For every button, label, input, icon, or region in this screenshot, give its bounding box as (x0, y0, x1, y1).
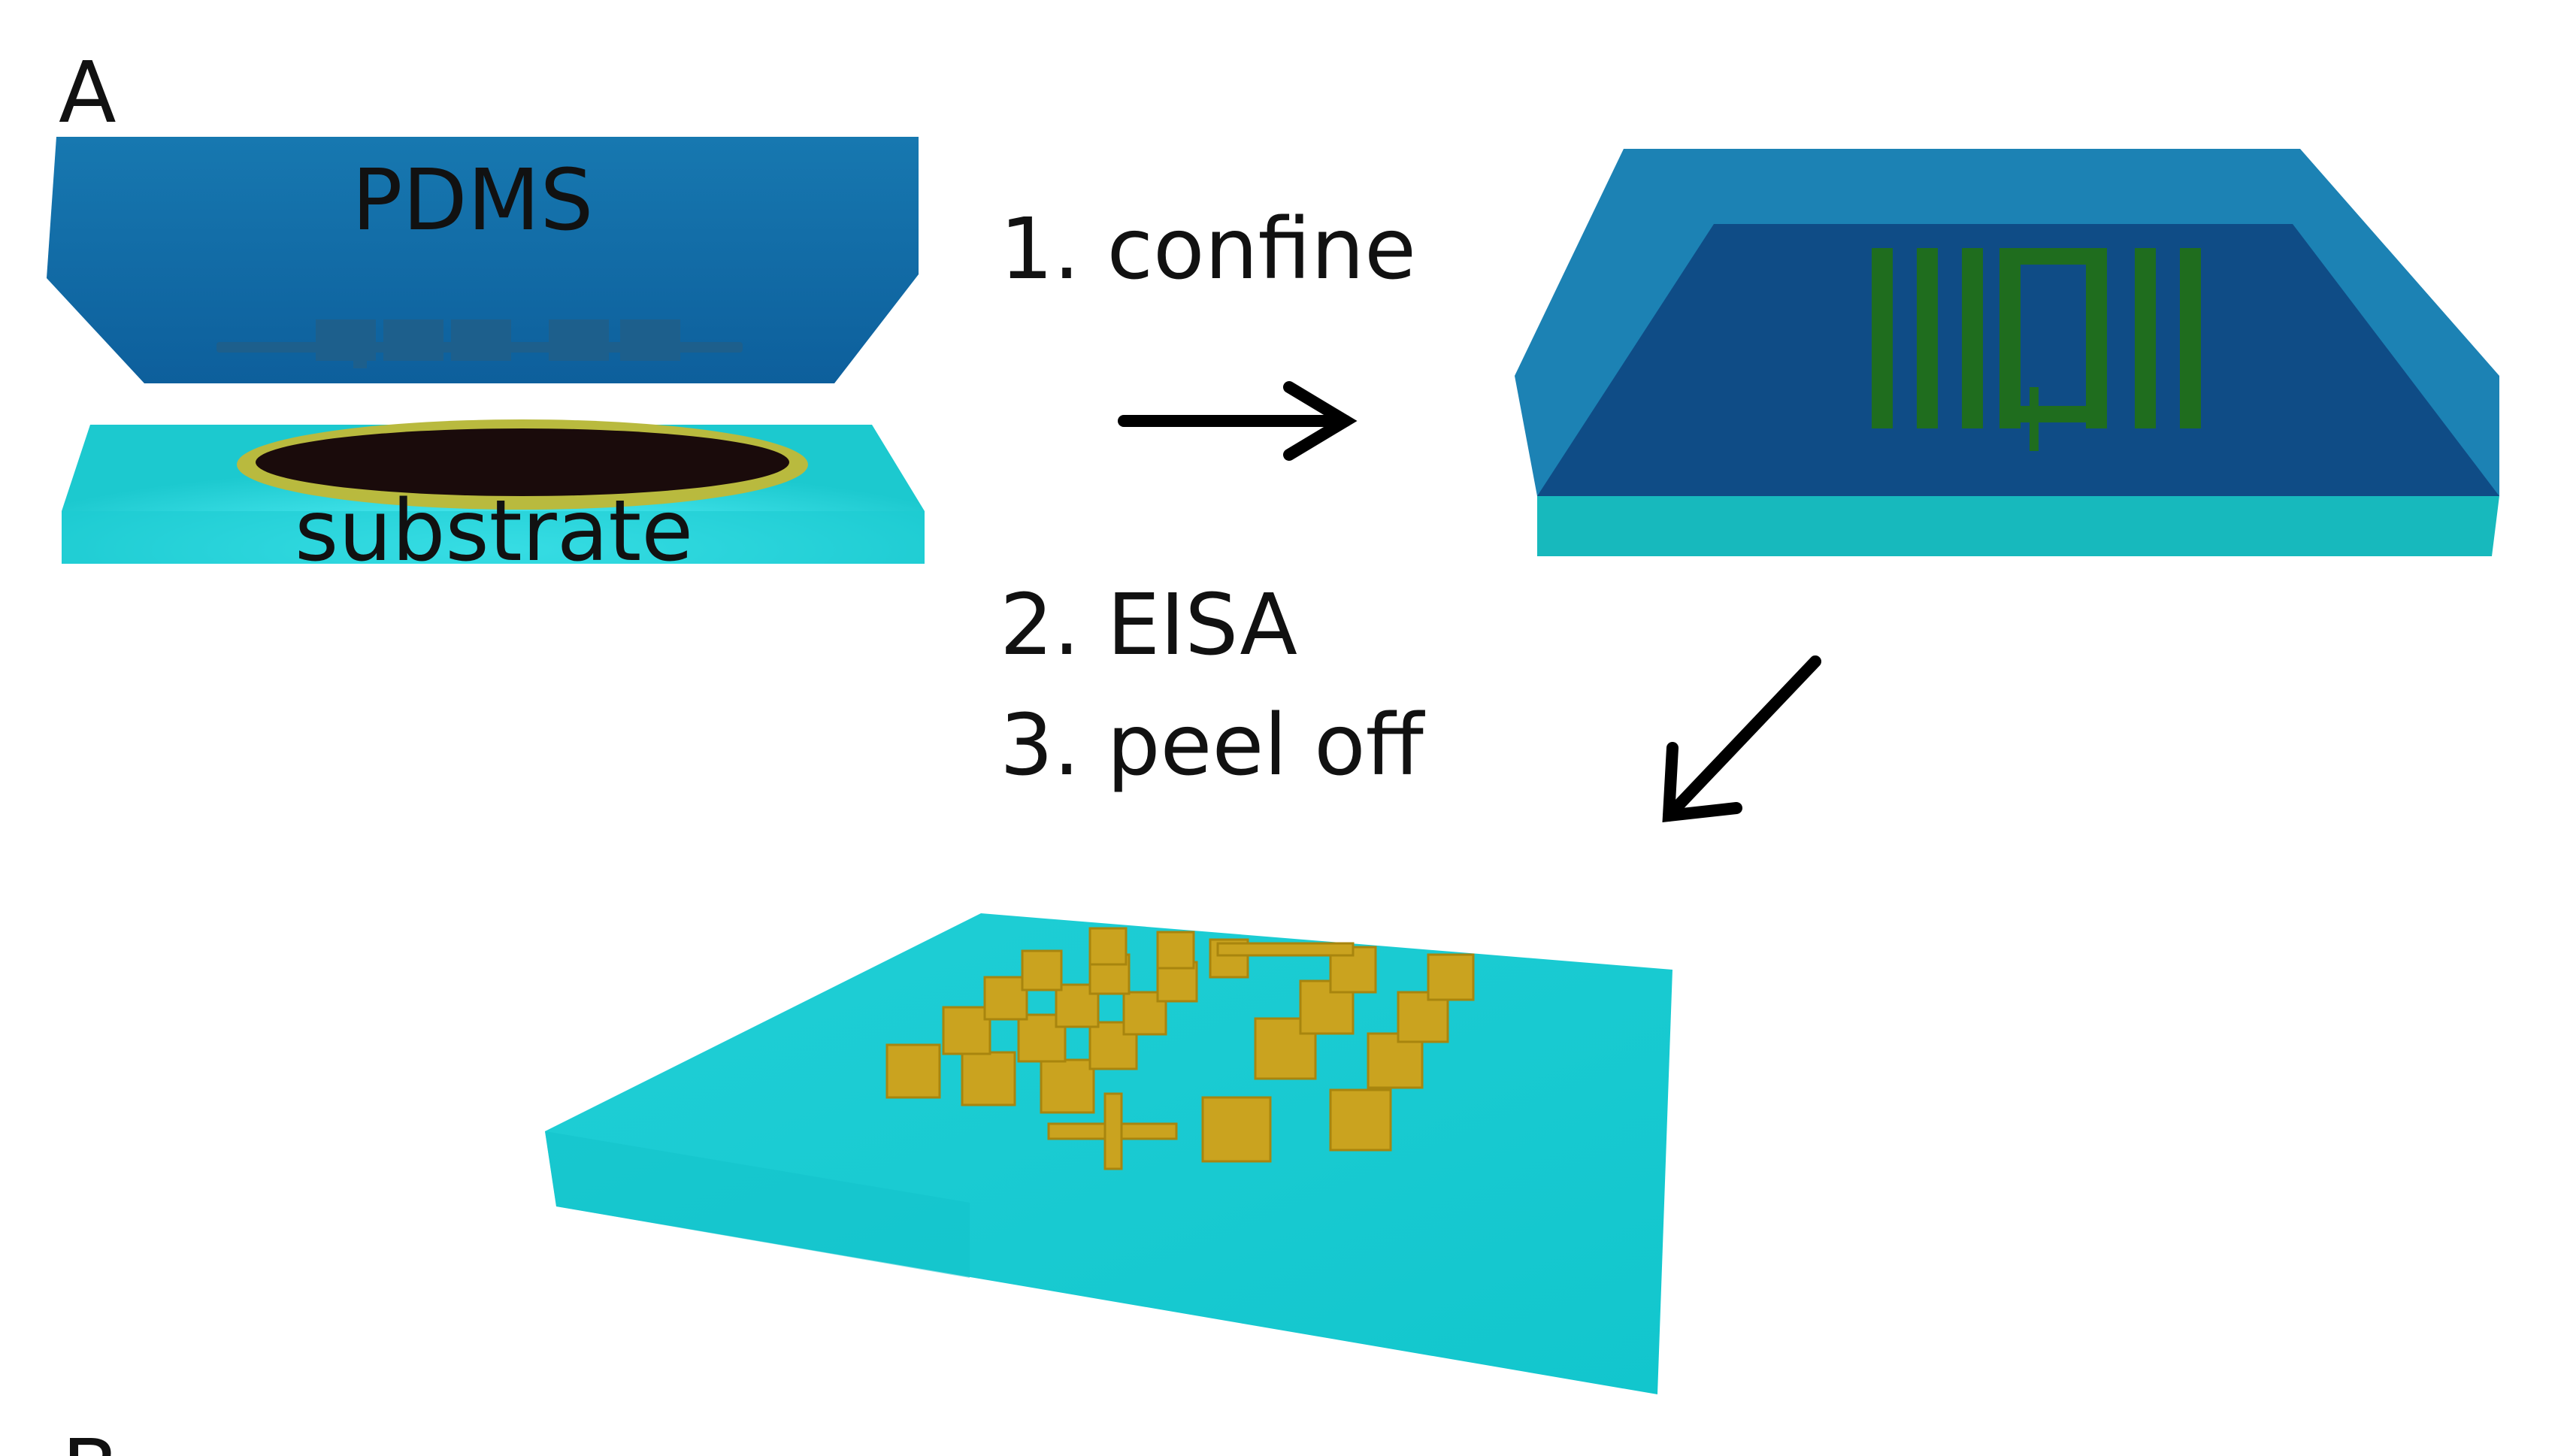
arrow-down-left-icon (1662, 655, 1821, 822)
confined-assembly (1515, 149, 2499, 556)
substrate-label: substrate (295, 483, 693, 580)
pdms-stamp: PDMS (47, 137, 919, 383)
gold-nanostructures (885, 927, 1475, 1170)
panel-label-b: B (62, 1422, 120, 1456)
step-1-label: 1. confine (1000, 201, 1416, 298)
droplet (256, 428, 789, 496)
substrate-block: substrate (62, 419, 925, 580)
step-2-label: 2. EISA (1000, 577, 1297, 674)
patterned-substrate (545, 913, 1672, 1394)
green-nanostructures (1872, 248, 2201, 451)
panel-label-a: A (59, 44, 117, 142)
pdms-label: PDMS (352, 152, 594, 250)
step-3-label: 3. peel off (1000, 697, 1426, 795)
arrow-right-icon (1118, 381, 1358, 461)
pdms-relief-features (216, 319, 743, 368)
